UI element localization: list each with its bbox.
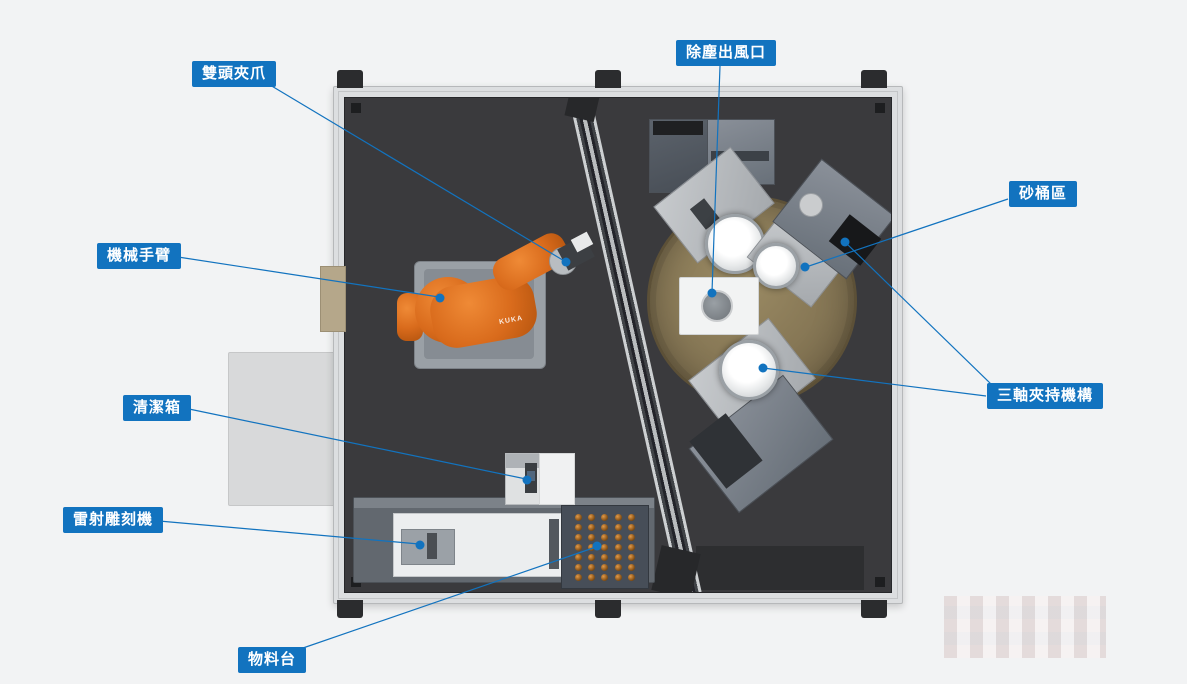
material-slot [575, 523, 583, 531]
label-robot-arm: 機械手臂 [97, 243, 182, 269]
rail-end-block-bottom [651, 545, 701, 592]
material-slot [575, 543, 583, 551]
fixture-cylinder-b [799, 193, 823, 217]
material-slot [588, 543, 596, 551]
label-double-gripper: 雙頭夾爪 [192, 61, 277, 87]
material-slot [627, 543, 635, 551]
corner-bracket [875, 577, 885, 587]
material-slot [627, 533, 635, 541]
material-slot [588, 563, 596, 571]
material-slot [601, 553, 609, 561]
cleaning-box-sheet [539, 453, 575, 505]
material-slot [588, 533, 596, 541]
clamp-bowl-c [719, 340, 779, 400]
laser-engraver-slot [427, 533, 437, 559]
material-slot [588, 553, 596, 561]
material-slot [614, 523, 622, 531]
material-slot [588, 513, 596, 521]
cell-interior: KUKA [344, 97, 892, 593]
material-slot [627, 563, 635, 571]
label-material-stage: 物料台 [238, 647, 307, 673]
corner-bracket [875, 103, 885, 113]
cleaning-box-nozzle [527, 471, 535, 481]
floor-recess [696, 546, 864, 590]
fixture-machine-a-cover [653, 121, 703, 135]
laser-engraver-rail [549, 519, 559, 569]
material-slot [614, 543, 622, 551]
material-slot [575, 513, 583, 521]
label-sand-bucket: 砂桶區 [1009, 181, 1078, 207]
material-slot [575, 563, 583, 571]
label-dust-outlet: 除塵出風口 [676, 40, 777, 66]
material-slot [627, 513, 635, 521]
material-slot [588, 573, 596, 581]
material-slot [614, 573, 622, 581]
material-slot [588, 523, 596, 531]
material-slot [614, 513, 622, 521]
mounting-bracket [861, 600, 887, 618]
mounting-bracket [337, 600, 363, 618]
dust-outlet-port [701, 290, 733, 322]
material-slot [614, 563, 622, 571]
label-laser-engraver: 雷射雕刻機 [63, 507, 164, 533]
material-slot [575, 553, 583, 561]
material-slot [614, 553, 622, 561]
material-slot [601, 513, 609, 521]
frame-attachment [320, 266, 346, 332]
mounting-bracket [337, 70, 363, 88]
material-slot [627, 523, 635, 531]
material-slot [601, 573, 609, 581]
side-table [228, 352, 346, 506]
watermark-mosaic [944, 596, 1106, 658]
corner-bracket [351, 103, 361, 113]
fixture-machine-a2-slot [711, 151, 769, 161]
material-slot [627, 553, 635, 561]
material-slot [601, 523, 609, 531]
material-slot [601, 533, 609, 541]
material-slot [575, 533, 583, 541]
label-three-axis: 三軸夾持機構 [987, 383, 1104, 409]
material-slot [627, 573, 635, 581]
mounting-bracket [595, 600, 621, 618]
material-tray-grid [561, 505, 649, 589]
rail-end-block-top [564, 98, 600, 123]
material-slot [575, 573, 583, 581]
material-slot [614, 533, 622, 541]
material-slot [601, 543, 609, 551]
mounting-bracket [861, 70, 887, 88]
clamp-bowl-b [753, 243, 799, 289]
mounting-bracket [595, 70, 621, 88]
label-cleaning-box: 清潔箱 [123, 395, 192, 421]
laser-engraver-top-band [354, 498, 654, 508]
material-slot [601, 563, 609, 571]
